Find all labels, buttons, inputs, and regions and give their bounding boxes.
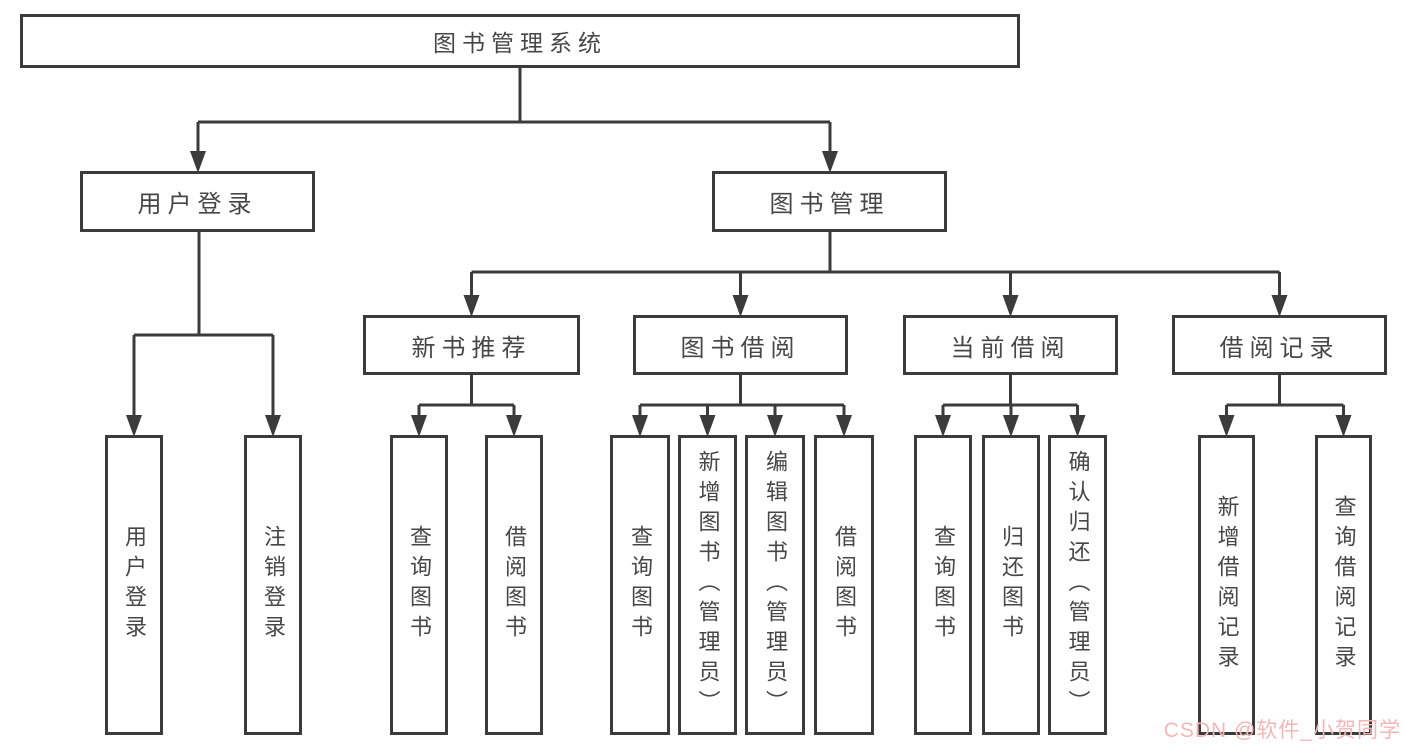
leaf-label: 查询图书: [931, 525, 956, 645]
leaf-label: 查询图书: [628, 525, 653, 645]
arrowhead-icon: [411, 415, 427, 437]
arrowhead-icon: [836, 415, 852, 437]
node-book-management: 图书管理: [712, 171, 947, 232]
arrowhead-icon: [699, 415, 716, 437]
leaf-label: 查询借阅记录: [1331, 495, 1357, 675]
leaf-label: 编辑图书（管理员）: [763, 450, 788, 720]
arrowhead-icon: [265, 415, 281, 437]
leaf-label: 确认归还（管理员）: [1065, 450, 1091, 720]
arrowhead-icon: [190, 151, 206, 173]
node-library-system: 图书管理系统: [20, 14, 1020, 68]
arrowhead-icon: [1002, 295, 1019, 317]
leaf-label: 注销登录: [261, 525, 286, 645]
leaf-label: 借阅图书: [502, 525, 527, 645]
arrowhead-icon: [632, 415, 648, 437]
leaf-query-borrow-record: 查询借阅记录: [1315, 435, 1372, 735]
arrowhead-icon: [1218, 415, 1235, 437]
arrowhead-icon: [506, 415, 522, 437]
leaf-add-books-admin: 新增图书（管理员）: [678, 435, 737, 735]
csdn-watermark: CSDN @软件_小贺同学: [1163, 719, 1401, 742]
leaf-label: 归还图书: [999, 525, 1024, 645]
node-book-borrow: 图书借阅: [633, 315, 848, 375]
arrowhead-icon: [1003, 415, 1019, 437]
leaf-label: 新增图书（管理员）: [695, 450, 721, 720]
arrowhead-icon: [935, 415, 951, 437]
node-user-login: 用户登录: [80, 171, 315, 232]
leaf-confirm-return-admin: 确认归还（管理员）: [1048, 435, 1107, 735]
arrowhead-icon: [1069, 415, 1086, 437]
leaf-label: 用户登录: [122, 525, 147, 645]
leaf-query-books: 查询图书: [610, 435, 670, 735]
leaf-logout-login: 注销登录: [244, 435, 302, 735]
node-new-book-recommend: 新书推荐: [363, 315, 580, 375]
arrowhead-icon: [822, 151, 838, 173]
node-borrow-records: 借阅记录: [1172, 315, 1387, 375]
leaf-return-books: 归还图书: [982, 435, 1040, 735]
node-current-borrow: 当前借阅: [903, 315, 1118, 375]
arrowhead-icon: [126, 415, 142, 437]
leaf-query-books: 查询图书: [914, 435, 972, 735]
leaf-label: 新增借阅记录: [1214, 495, 1240, 675]
leaf-add-borrow-record: 新增借阅记录: [1198, 435, 1255, 735]
leaf-label: 查询图书: [407, 525, 432, 645]
leaf-borrow-books: 借阅图书: [814, 435, 874, 735]
leaf-user-login: 用户登录: [105, 435, 163, 735]
arrowhead-icon: [463, 295, 480, 317]
arrowhead-icon: [732, 295, 749, 317]
leaf-label: 借阅图书: [832, 525, 857, 645]
leaf-query-books: 查询图书: [390, 435, 448, 735]
leaf-edit-books-admin: 编辑图书（管理员）: [745, 435, 805, 735]
arrowhead-icon: [1271, 295, 1288, 317]
arrowhead-icon: [767, 415, 783, 437]
arrowhead-icon: [1335, 415, 1352, 437]
leaf-borrow-books: 借阅图书: [485, 435, 543, 735]
